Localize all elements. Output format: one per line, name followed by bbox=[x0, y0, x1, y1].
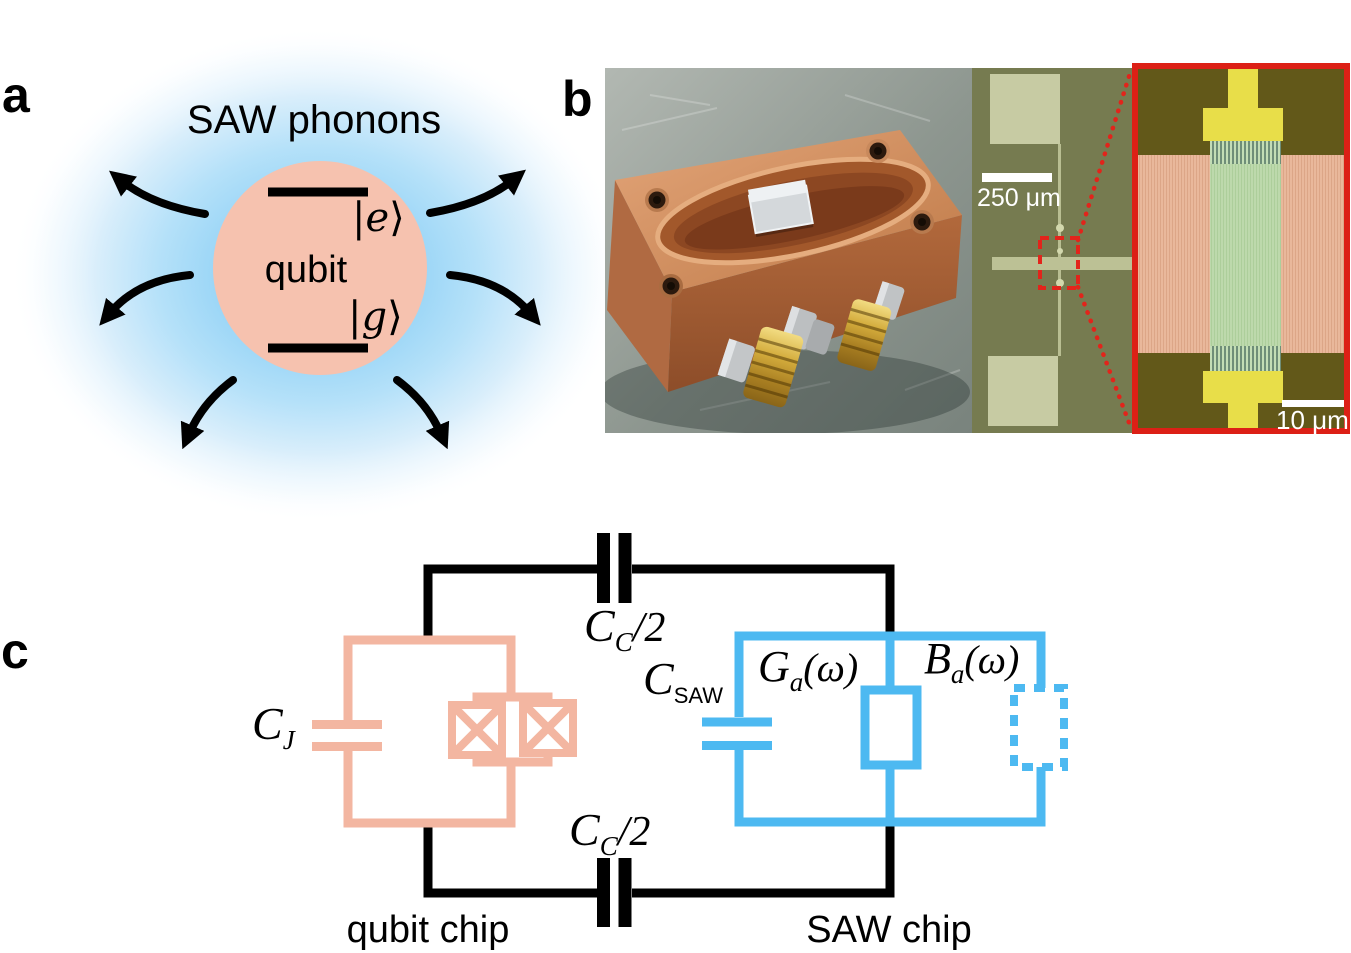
zoom-leader-lines bbox=[1075, 67, 1134, 431]
ket-open: | bbox=[352, 195, 366, 241]
saw-capacitor bbox=[702, 717, 772, 750]
gold-sma-connector-right bbox=[837, 299, 892, 371]
panel-a-title: SAW phonons bbox=[186, 98, 442, 142]
qubit-pad-bottom bbox=[988, 356, 1058, 426]
josephson-junction-right bbox=[519, 699, 577, 757]
sample-chip bbox=[747, 179, 814, 238]
subscript: a bbox=[950, 659, 965, 689]
acoustic-susceptance-element bbox=[1010, 684, 1068, 771]
zoom-photo-red-border bbox=[1132, 63, 1350, 434]
suffix: (ω) bbox=[803, 645, 859, 690]
idt-fingers-top bbox=[1210, 139, 1281, 164]
acoustic-conductance-label: Ga(ω) bbox=[758, 645, 858, 696]
josephson-junction-left bbox=[448, 701, 506, 759]
phonon-arrows bbox=[99, 169, 541, 450]
excited-state-letter: e bbox=[365, 195, 390, 241]
coupling-wires bbox=[423, 564, 895, 898]
suffix: /2 bbox=[617, 809, 651, 855]
coupling-capacitor-bottom bbox=[597, 858, 632, 927]
saw-cap-label: CSAW bbox=[643, 656, 723, 707]
scalebar-overview bbox=[982, 173, 1052, 182]
ground-state-ket: |g⟩ bbox=[348, 297, 403, 337]
phonon-arrow-mid-right bbox=[446, 271, 541, 326]
panel-c-circuit bbox=[312, 533, 1068, 927]
acoustic-conductance-element bbox=[860, 685, 922, 770]
suffix: (ω) bbox=[964, 637, 1020, 682]
coupling-cap-bottom-label: CC/2 bbox=[569, 807, 650, 860]
ket-close: ⟩ bbox=[389, 195, 405, 241]
symbol: C bbox=[252, 698, 283, 749]
transducer-bus bbox=[992, 257, 1133, 270]
symbol: C bbox=[569, 804, 600, 855]
panel-c-label: c bbox=[1, 623, 29, 679]
symbol: G bbox=[758, 642, 790, 691]
sma-connectors bbox=[717, 281, 905, 408]
panel-b-label: b bbox=[562, 71, 593, 127]
qubit-pad-top bbox=[990, 74, 1060, 144]
idt-active-region bbox=[1210, 139, 1281, 374]
subscript: a bbox=[789, 667, 804, 697]
phonon-arrow-bottom-left bbox=[180, 376, 237, 450]
chip-micrograph-photo bbox=[972, 68, 1133, 433]
saw-chip-label: SAW chip bbox=[806, 909, 972, 951]
acoustic-susceptance-label: Ba(ω) bbox=[924, 637, 1019, 688]
suffix: /2 bbox=[632, 605, 666, 651]
symbol: B bbox=[924, 634, 951, 683]
ket-close: ⟩ bbox=[387, 294, 403, 340]
idt-zoom-photo bbox=[1132, 63, 1350, 434]
subscript: J bbox=[282, 725, 295, 755]
subscript: C bbox=[599, 831, 618, 861]
idt-fingers-bottom bbox=[1210, 346, 1281, 371]
coupling-capacitor-top bbox=[597, 533, 632, 603]
saw-circuit bbox=[702, 631, 1068, 827]
subscript: C bbox=[614, 627, 633, 657]
excited-state-ket: |e⟩ bbox=[352, 198, 405, 238]
zoom-region-box bbox=[1038, 236, 1080, 290]
qubit-circuit bbox=[312, 635, 577, 828]
qubit-circle bbox=[213, 161, 427, 375]
panel-b-photos bbox=[605, 63, 1350, 434]
qubit-cap-label: CJ bbox=[252, 701, 295, 754]
copper-box-photo bbox=[605, 68, 972, 433]
scalebar-overview-label: 250 μm bbox=[977, 184, 1061, 212]
panel-a-label: a bbox=[2, 67, 30, 123]
scalebar-zoom bbox=[1282, 400, 1344, 407]
qubit-label: qubit bbox=[264, 249, 348, 291]
screw-holes bbox=[645, 139, 934, 298]
box-left-face bbox=[607, 180, 672, 392]
symbol: C bbox=[643, 653, 674, 704]
gold-sma-connector-left bbox=[743, 326, 804, 408]
phonon-arrow-mid-left bbox=[99, 271, 194, 326]
symbol: C bbox=[584, 600, 615, 651]
panel-a-diagram bbox=[10, 27, 626, 523]
phonon-arrow-top-left bbox=[109, 170, 209, 218]
ground-state-letter: g bbox=[361, 294, 388, 340]
phonon-arrow-bottom-right bbox=[393, 376, 450, 450]
ket-open: | bbox=[348, 294, 362, 340]
coupling-cap-top-label: CC/2 bbox=[584, 603, 665, 656]
phonon-arrow-top-right bbox=[426, 169, 526, 217]
qubit-chip-label: qubit chip bbox=[346, 909, 510, 951]
idt-electrodes bbox=[1203, 69, 1283, 428]
subscript: SAW bbox=[673, 683, 723, 708]
qubit-capacitor bbox=[312, 720, 382, 751]
scalebar-zoom-label: 10 μm bbox=[1276, 405, 1349, 435]
